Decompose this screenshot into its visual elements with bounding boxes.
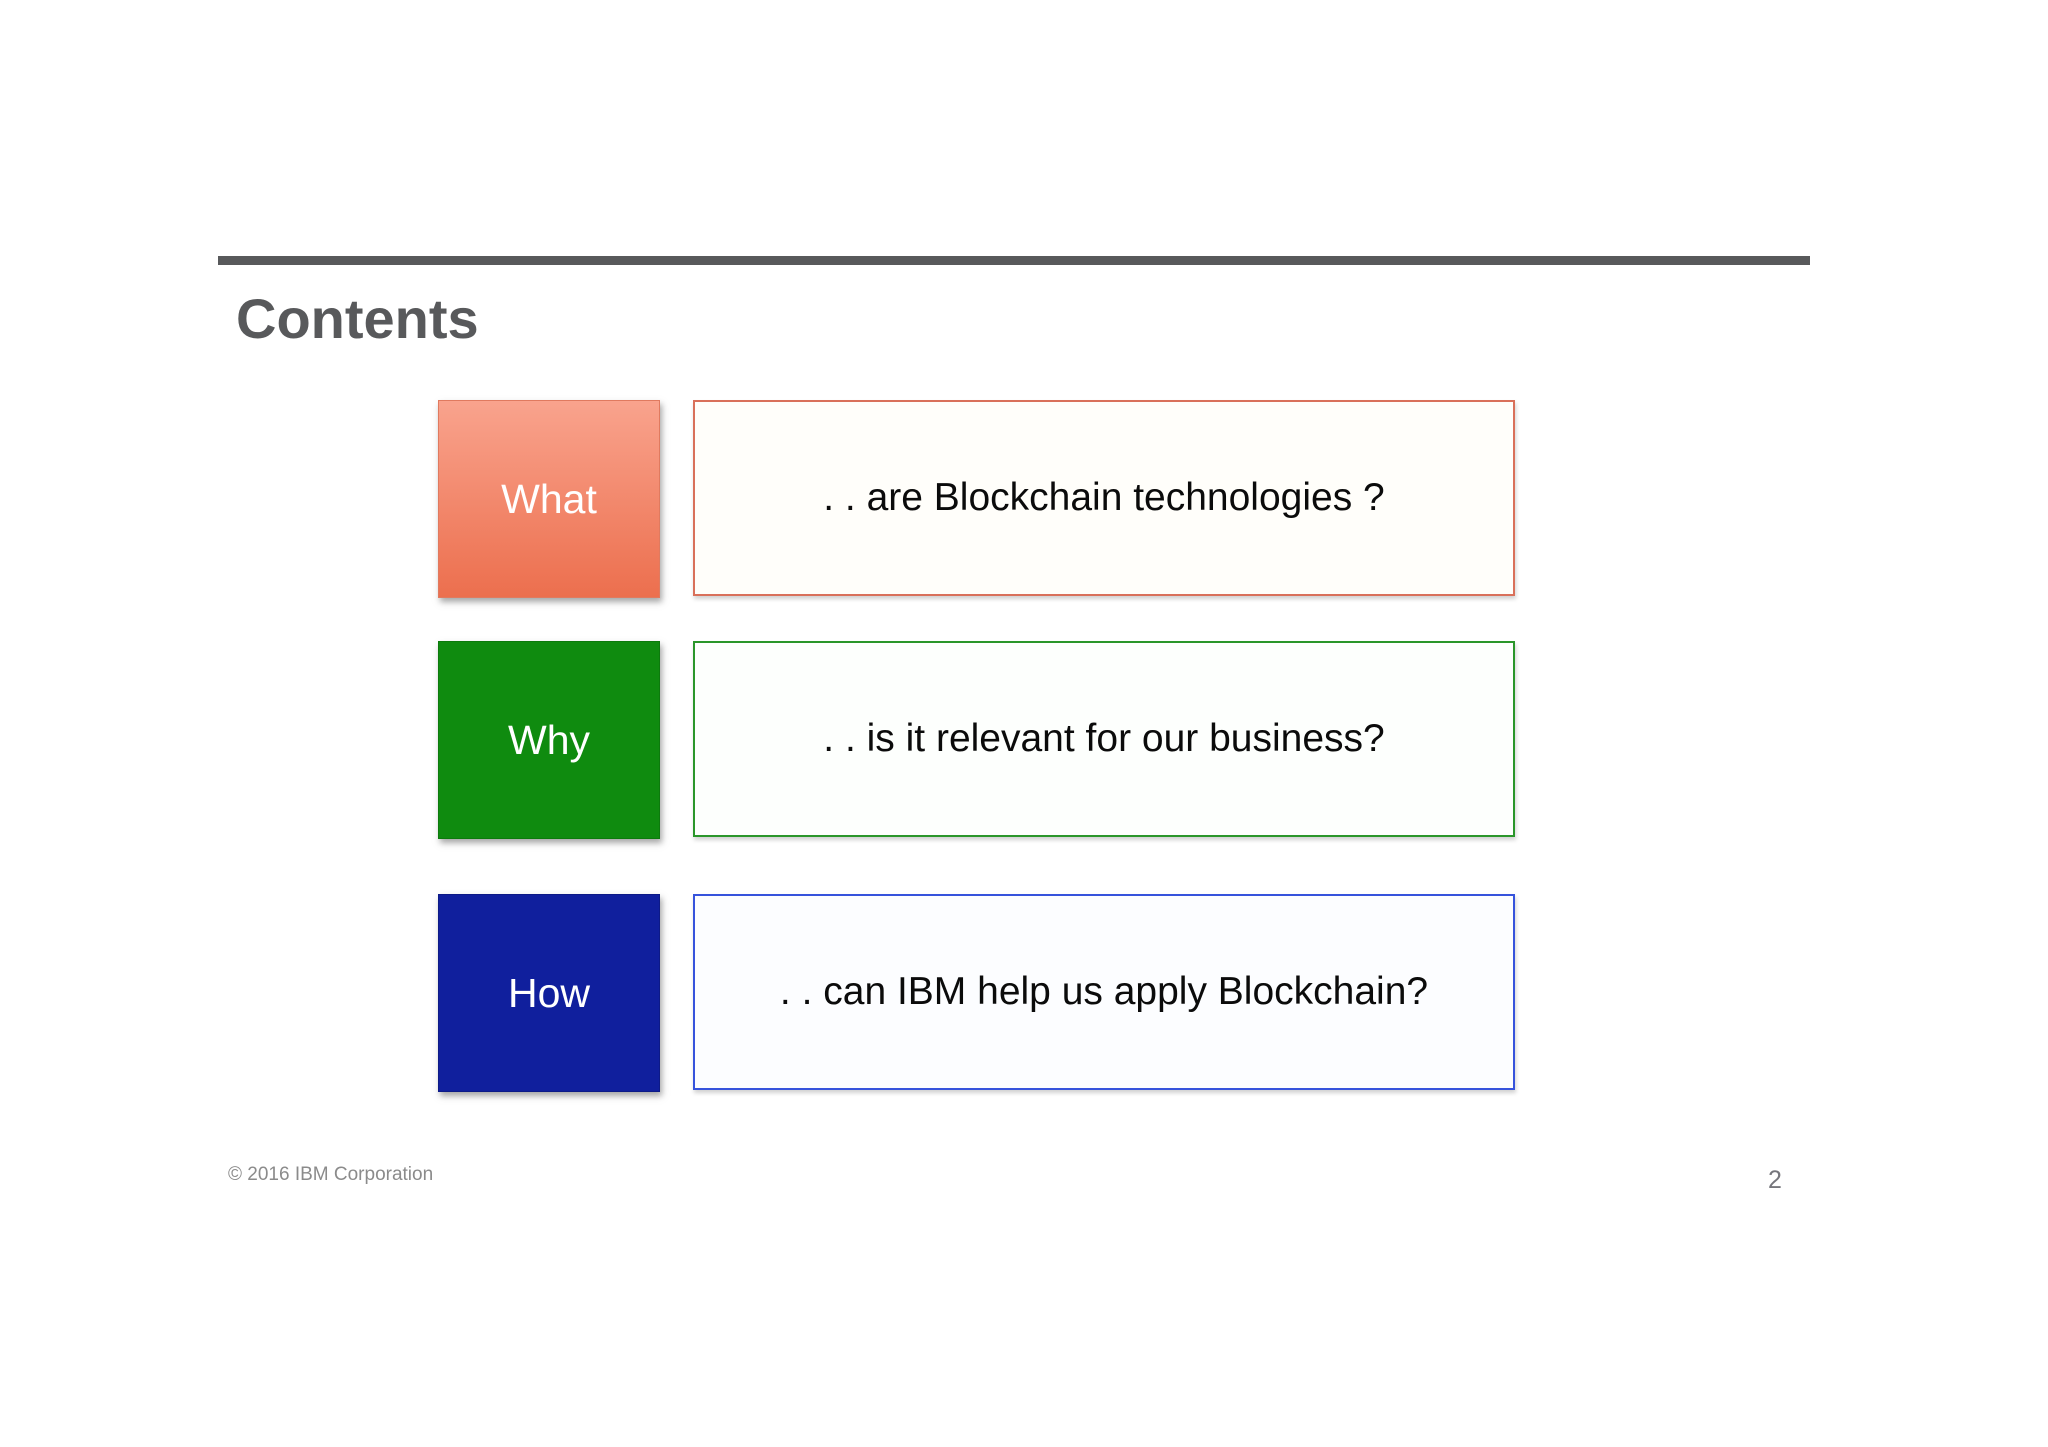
what-box-label: What [501,475,597,522]
page-number: 2 [1768,1166,1782,1194]
copyright-text: © 2016 IBM Corporation [228,1164,434,1185]
why-box-label: Why [508,716,590,763]
what-description-text: . . are Blockchain technologies ? [823,476,1385,519]
page-title: Contents [236,287,479,350]
how-description-text: . . can IBM help us apply Blockchain? [779,970,1429,1013]
how-box: How [438,894,660,1092]
what-description-box: . . are Blockchain technologies ? [693,400,1515,596]
why-description-box: . . is it relevant for our business? [693,641,1515,837]
what-box: What [438,400,660,598]
why-box: Why [438,641,660,839]
how-box-label: How [507,969,591,1016]
how-description-box: . . can IBM help us apply Blockchain? [693,894,1515,1090]
why-description-text: . . is it relevant for our business? [823,717,1385,760]
title-rule [218,256,1810,265]
